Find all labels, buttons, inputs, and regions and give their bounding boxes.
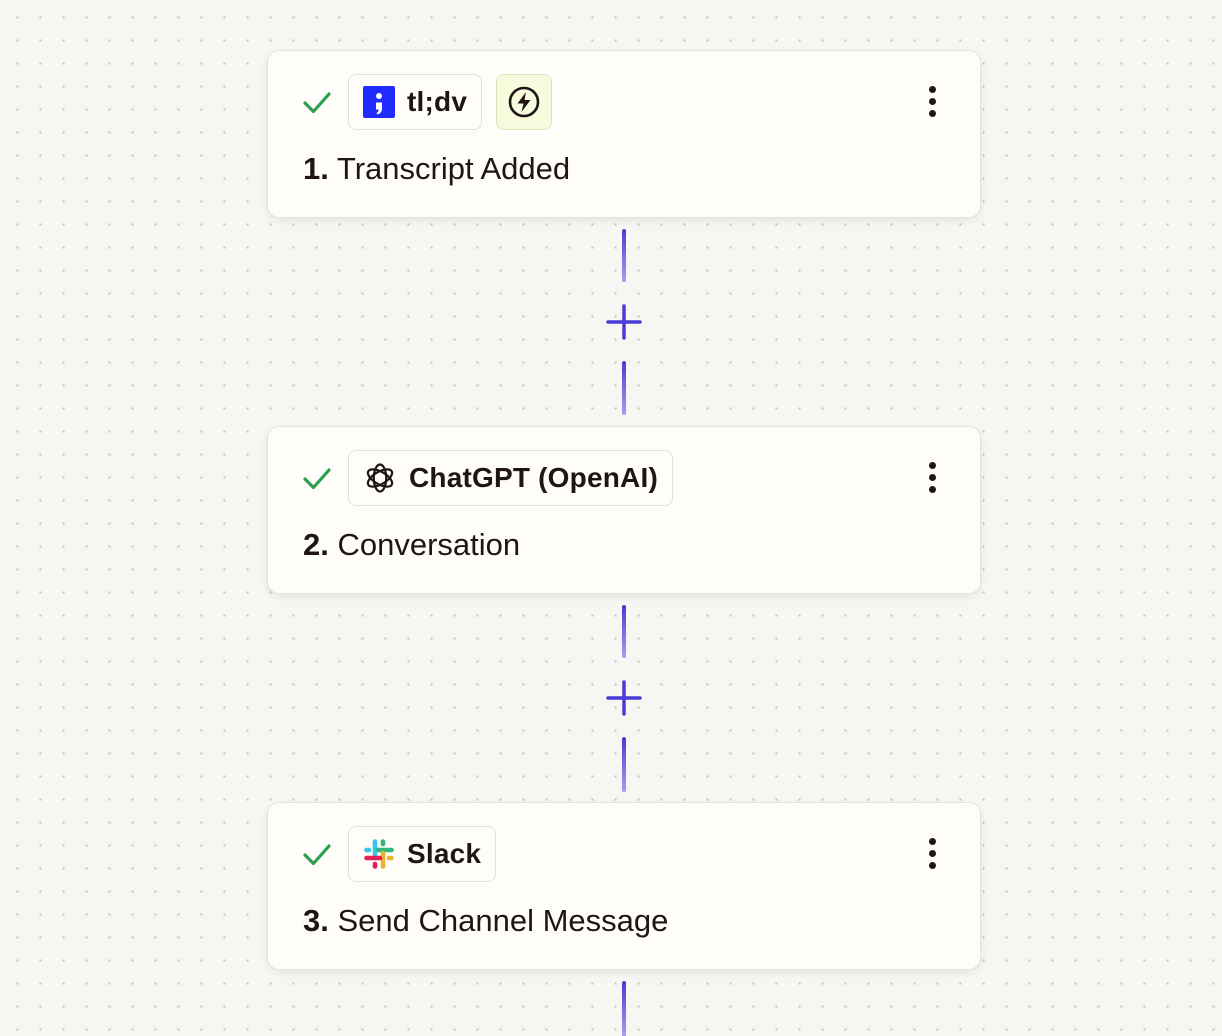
step-label: Conversation	[337, 527, 521, 562]
app-chip-slack[interactable]: Slack	[348, 826, 497, 882]
trigger-badge[interactable]	[496, 74, 552, 130]
checkmark-icon	[303, 844, 331, 866]
vertical-dots-icon	[928, 485, 936, 493]
slack-logo-icon	[364, 839, 394, 869]
plus-icon	[606, 304, 642, 340]
add-step-button[interactable]	[603, 301, 645, 343]
more-options-button[interactable]	[914, 831, 950, 875]
plus-icon	[606, 680, 642, 716]
vertical-dots-icon	[928, 849, 936, 857]
add-step-button[interactable]	[603, 677, 645, 719]
step-title: 1. Transcript Added	[303, 151, 570, 187]
vertical-dots-icon	[928, 861, 936, 869]
app-chip-tldv[interactable]: tl;dv	[348, 74, 483, 130]
connector-line	[622, 229, 626, 282]
checkmark-icon	[303, 468, 331, 490]
connector-line	[622, 981, 626, 1036]
vertical-dots-icon	[928, 97, 936, 105]
openai-logo-icon	[366, 463, 394, 493]
vertical-dots-icon	[928, 109, 936, 117]
connector-line	[622, 605, 626, 658]
app-name: ChatGPT (OpenAI)	[409, 462, 658, 493]
step-card-conversation[interactable]: ChatGPT (OpenAI) 2. Conversation	[267, 426, 981, 594]
lightning-bolt-icon	[508, 86, 540, 118]
more-options-button[interactable]	[914, 79, 950, 123]
vertical-dots-icon	[928, 461, 936, 469]
step-label: Send Channel Message	[337, 903, 669, 938]
step-label: Transcript Added	[336, 151, 571, 186]
more-options-button[interactable]	[914, 455, 950, 499]
step-number: 1.	[303, 151, 329, 186]
step-title: 3. Send Channel Message	[303, 903, 668, 939]
connector-line	[622, 361, 626, 415]
step-card-transcript-added[interactable]: tl;dv 1. Transcript Added	[267, 50, 981, 218]
checkmark-icon	[303, 92, 331, 114]
step-number: 2.	[303, 527, 329, 562]
step-card-send-channel-message[interactable]: Slack 3. Send Channel Message	[267, 802, 981, 970]
step-number: 3.	[303, 903, 329, 938]
app-name: Slack	[407, 838, 482, 869]
step-title: 2. Conversation	[303, 527, 520, 563]
vertical-dots-icon	[928, 85, 936, 93]
app-chip-chatgpt[interactable]: ChatGPT (OpenAI)	[348, 450, 673, 506]
app-name: tl;dv	[407, 86, 468, 117]
vertical-dots-icon	[928, 473, 936, 481]
vertical-dots-icon	[928, 837, 936, 845]
connector-line	[622, 737, 626, 792]
tldv-logo-icon	[363, 86, 395, 118]
